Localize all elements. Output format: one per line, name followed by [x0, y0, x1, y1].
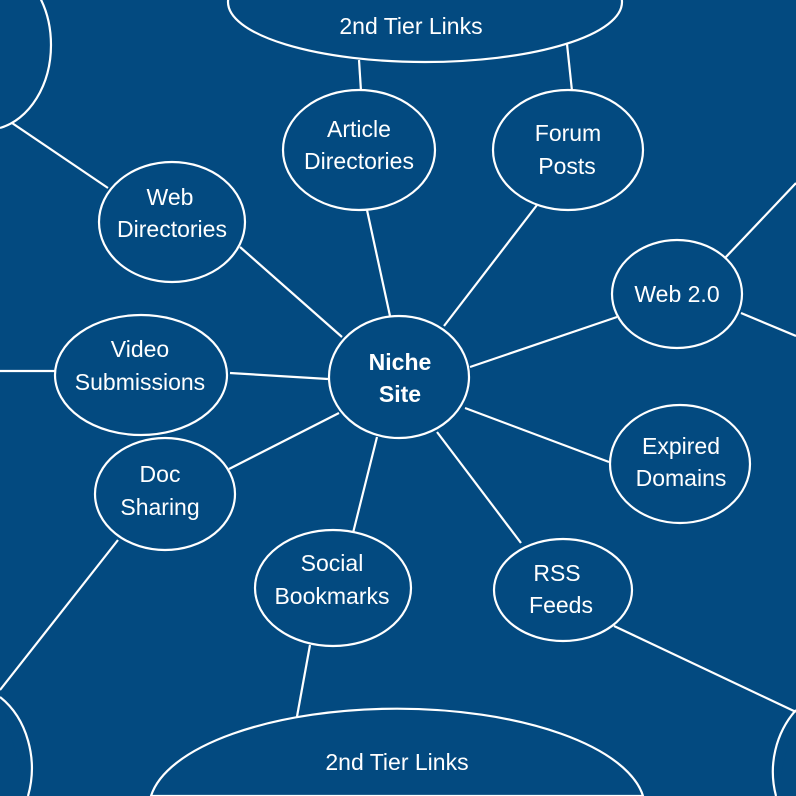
edge-niche-article: [365, 209, 392, 317]
edge-niche-rss: [436, 431, 522, 544]
node-expired-domains[interactable]: Expired Domains: [608, 403, 752, 525]
node-label-line: Web 2.0: [634, 281, 719, 307]
node-label-line: Forum: [535, 120, 601, 146]
node-doc-sharing[interactable]: Doc Sharing: [93, 436, 237, 552]
node-label-line: RSS: [533, 560, 580, 586]
node-rss-feeds[interactable]: RSS Feeds: [492, 537, 634, 643]
node-label-line: Sharing: [120, 494, 199, 520]
edge-web20-offscreen-2: [740, 311, 796, 338]
edge-article-tier-top: [357, 59, 363, 92]
offscreen-node-left-top: [0, 0, 53, 130]
edge-niche-webdir: [239, 246, 343, 338]
edge-webdir-offscreen: [11, 122, 109, 189]
node-label-line: Posts: [538, 153, 596, 179]
tier2-top-label: 2nd Tier Links: [339, 13, 482, 39]
edge-forum-tier-top: [565, 43, 574, 92]
node-web-2-0[interactable]: Web 2.0: [610, 238, 744, 350]
node-label-line: Social: [301, 550, 364, 576]
node-label-line: Expired: [642, 433, 720, 459]
node-label-line: Web: [147, 184, 194, 210]
offscreen-node-right-bottom: [771, 709, 796, 796]
edge-doc-offscreen: [0, 539, 119, 691]
edge-niche-doc: [228, 412, 340, 470]
node-label-line: Directories: [304, 148, 414, 174]
node-label-line: Bookmarks: [274, 583, 389, 609]
node-label-line: Video: [111, 336, 169, 362]
node-forum-posts[interactable]: Forum Posts: [491, 88, 645, 212]
edge-social-tier-bottom: [294, 644, 312, 723]
offscreen-node-left-bottom: [0, 696, 33, 796]
node-label-line: Article: [327, 116, 391, 142]
edge-web20-offscreen: [724, 182, 796, 259]
edge-niche-expired: [464, 406, 610, 464]
node-label-line: Directories: [117, 216, 227, 242]
node-niche-site[interactable]: Niche Site: [327, 314, 471, 440]
node-article-directories[interactable]: Article Directories: [281, 88, 437, 212]
center-label-line: Niche: [369, 349, 432, 375]
edge-niche-social: [351, 436, 379, 534]
node-label-line: Feeds: [529, 592, 593, 618]
edge-niche-video: [229, 371, 329, 381]
center-label-line: Site: [379, 381, 421, 407]
edge-niche-forum: [443, 204, 538, 327]
node-label-line: Domains: [636, 465, 727, 491]
node-video-submissions[interactable]: Video Submissions: [53, 313, 229, 437]
node-social-bookmarks[interactable]: Social Bookmarks: [253, 528, 413, 648]
tier2-bottom-label: 2nd Tier Links: [325, 749, 468, 775]
node-label-line: Submissions: [75, 369, 205, 395]
edge-rss-offscreen: [613, 625, 796, 713]
edge-niche-web20: [469, 315, 618, 369]
edges: [0, 43, 796, 723]
node-label-line: Doc: [140, 461, 181, 487]
tier2-top-node[interactable]: 2nd Tier Links: [226, 0, 624, 64]
node-web-directories[interactable]: Web Directories: [97, 160, 247, 284]
tier2-bottom-node[interactable]: 2nd Tier Links: [149, 707, 645, 796]
